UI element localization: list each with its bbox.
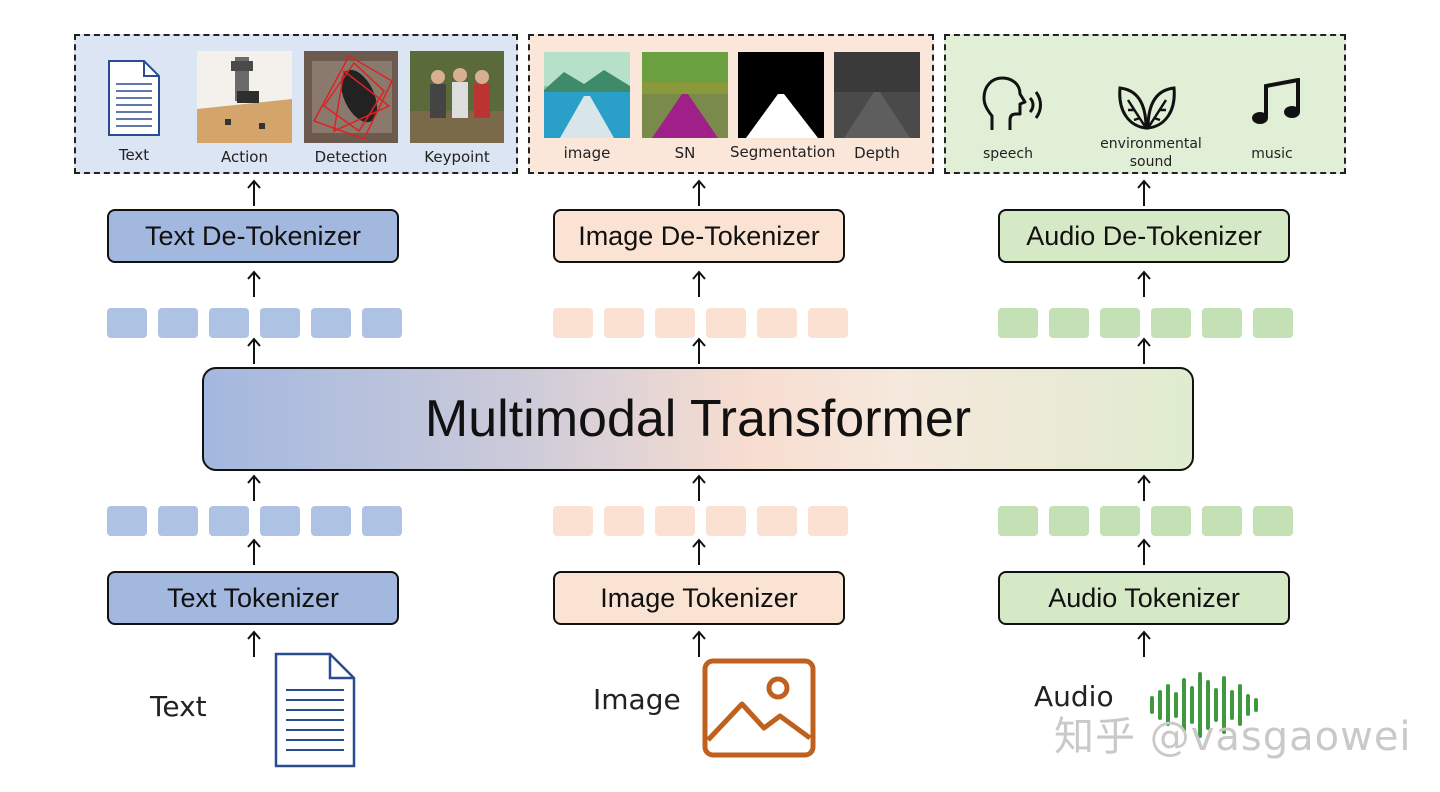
action-thumbnail	[197, 51, 292, 143]
token	[362, 506, 402, 536]
output-label-text: Text	[118, 146, 150, 164]
arrow-up	[1137, 630, 1151, 658]
token	[311, 506, 351, 536]
arrow-up	[1137, 474, 1151, 502]
arrow-up	[247, 337, 261, 365]
token	[1253, 308, 1293, 338]
music-note-icon	[1252, 78, 1300, 124]
keypoint-thumbnail	[410, 51, 504, 143]
depth-thumbnail	[834, 52, 920, 138]
token	[209, 506, 249, 536]
arrow-up	[1137, 538, 1151, 566]
token	[808, 506, 848, 536]
token	[260, 308, 300, 338]
arrow-up	[692, 538, 706, 566]
token	[706, 506, 746, 536]
audio-detokenizer: Audio De-Tokenizer	[998, 209, 1290, 263]
image-outputs-panel: image SN Segmentation Depth	[528, 34, 934, 174]
arrow-up	[247, 474, 261, 502]
leaves-icon	[1118, 86, 1176, 130]
input-label-audio: Audio	[1034, 680, 1114, 713]
token	[998, 308, 1038, 338]
text-detokenizer: Text De-Tokenizer	[107, 209, 399, 263]
token	[998, 506, 1038, 536]
token	[107, 308, 147, 338]
arrow-up	[692, 630, 706, 658]
audio-tokenizer: Audio Tokenizer	[998, 571, 1290, 625]
output-label-speech: speech	[983, 146, 1033, 162]
document-icon	[274, 652, 356, 768]
token	[655, 506, 695, 536]
watermark: 知乎 @vasgaowei	[1054, 714, 1412, 760]
token	[1151, 308, 1191, 338]
image-output-tokens	[553, 308, 848, 338]
token	[553, 506, 593, 536]
arrow-up	[1137, 179, 1151, 207]
token	[604, 308, 644, 338]
arrow-up	[692, 337, 706, 365]
token	[655, 308, 695, 338]
image-input-tokens	[553, 506, 848, 536]
arrow-up	[247, 270, 261, 298]
token	[311, 308, 351, 338]
token	[362, 308, 402, 338]
text-output-tokens	[107, 308, 402, 338]
arrow-up	[1137, 337, 1151, 365]
token	[706, 308, 746, 338]
token	[1202, 308, 1242, 338]
audio-outputs-panel: speech environmental sound music	[944, 34, 1346, 174]
waveform-icon	[1150, 672, 1258, 738]
token	[808, 308, 848, 338]
image-thumbnail	[544, 52, 630, 138]
arrow-up	[247, 538, 261, 566]
output-label-segmentation: Segmentation	[730, 143, 836, 161]
text-input-tokens	[107, 506, 402, 536]
token	[1100, 308, 1140, 338]
text-tokenizer: Text Tokenizer	[107, 571, 399, 625]
token	[553, 308, 593, 338]
detection-thumbnail	[304, 51, 398, 143]
segmentation-thumbnail	[738, 52, 824, 138]
output-label-action: Action	[221, 148, 268, 166]
document-icon	[108, 60, 160, 136]
surface-normal-thumbnail	[642, 52, 728, 138]
audio-output-tokens	[998, 308, 1293, 338]
multimodal-transformer: Multimodal Transformer	[202, 367, 1194, 471]
token	[158, 308, 198, 338]
token	[260, 506, 300, 536]
output-label-image: image	[563, 144, 611, 162]
token	[209, 308, 249, 338]
token	[1202, 506, 1242, 536]
token	[757, 308, 797, 338]
token	[1049, 308, 1089, 338]
token	[757, 506, 797, 536]
arrow-up	[1137, 270, 1151, 298]
token	[1253, 506, 1293, 536]
token	[1151, 506, 1191, 536]
token	[1100, 506, 1140, 536]
output-label-detection: Detection	[314, 148, 388, 166]
token	[107, 506, 147, 536]
token	[604, 506, 644, 536]
audio-input-tokens	[998, 506, 1293, 536]
token	[1049, 506, 1089, 536]
output-label-sn: SN	[674, 144, 696, 162]
image-icon	[702, 658, 816, 758]
speech-icon	[982, 76, 1042, 130]
text-outputs-panel: Text Action Detection Keypoint	[74, 34, 518, 174]
image-detokenizer: Image De-Tokenizer	[553, 209, 845, 263]
arrow-up	[692, 179, 706, 207]
image-tokenizer: Image Tokenizer	[553, 571, 845, 625]
arrow-up	[692, 474, 706, 502]
arrow-up	[692, 270, 706, 298]
output-label-depth: Depth	[854, 144, 900, 162]
output-label-environmental-sound: environmental sound	[1100, 136, 1202, 170]
output-label-keypoint: Keypoint	[424, 148, 490, 166]
input-label-image: Image	[593, 683, 681, 716]
arrow-up	[247, 630, 261, 658]
token	[158, 506, 198, 536]
output-label-music: music	[1251, 146, 1293, 162]
input-label-text: Text	[150, 690, 207, 723]
arrow-up	[247, 179, 261, 207]
